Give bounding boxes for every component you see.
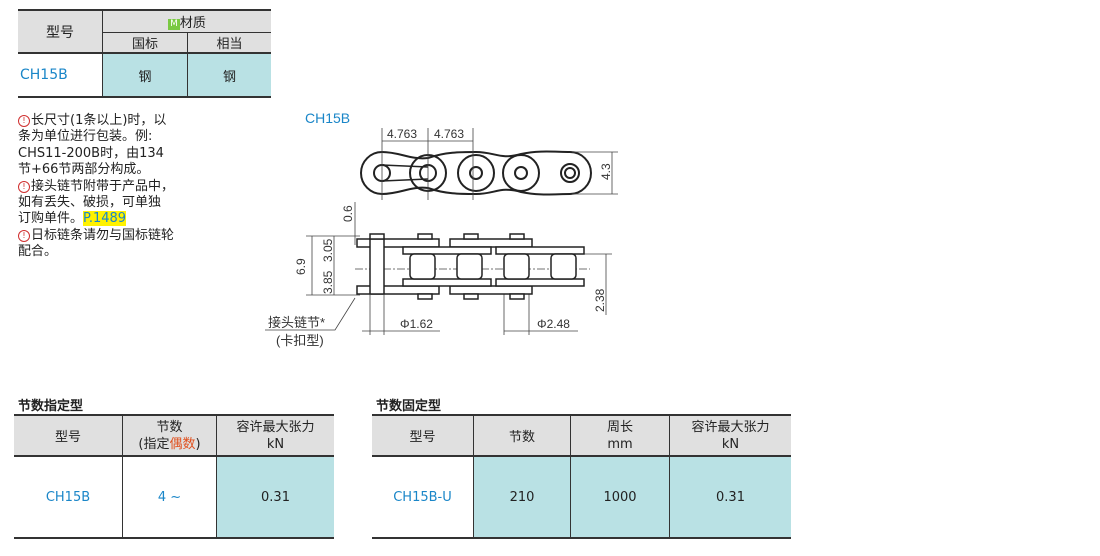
plan-view — [356, 233, 585, 300]
note-text: CHS11-200B时，由134 — [18, 145, 164, 161]
links-cell: 4 ~ — [122, 456, 217, 538]
dim-0-6: 0.6 — [341, 205, 355, 222]
joint-label: 接头链节* — [268, 315, 325, 330]
note-text: 长尺寸(1条以上)时，以 — [31, 113, 167, 128]
note-text: 节+66节两部分构成。 — [18, 162, 150, 178]
header-links: 节数 — [473, 415, 571, 456]
side-view — [360, 150, 592, 196]
note-text: 配合。 — [18, 244, 58, 260]
warning-icon: ! — [18, 180, 30, 193]
header-material-label: 材质 — [179, 15, 206, 31]
material-badge-icon: M — [168, 18, 180, 30]
header-tension-unit: kN — [266, 436, 285, 452]
header-model: 型号 — [18, 10, 103, 54]
header-links-even: 偶数 — [169, 436, 196, 452]
note-text: 订购单件。 — [18, 211, 84, 227]
header-length-label: 周长 — [606, 419, 633, 435]
length-cell: 1000 — [570, 456, 670, 538]
warning-icon: ! — [18, 229, 30, 242]
header-tension-label: 容许最大张力 — [236, 419, 315, 435]
warning-icon: ! — [18, 115, 30, 127]
header-links-label: 节数 — [156, 419, 183, 435]
note-text: 条为单位进行包装。例: — [18, 129, 153, 145]
header-links-note: (指定 — [138, 436, 170, 452]
model-cell[interactable]: CH15B — [14, 456, 123, 538]
dim-6-9: 6.9 — [294, 258, 308, 275]
tension-cell: 0.31 — [669, 456, 791, 538]
header-links: 节数(指定偶数) — [122, 415, 217, 456]
pitch-dim-1: 4.763 — [387, 127, 417, 141]
page-link[interactable]: P.1489 — [83, 211, 127, 227]
header-equiv: 相当 — [187, 32, 271, 53]
header-length-unit: mm — [607, 436, 633, 452]
equiv-cell: 钢 — [187, 53, 271, 97]
header-tension-label: 容许最大张力 — [691, 419, 770, 435]
header-model: 型号 — [372, 415, 474, 456]
header-model: 型号 — [14, 415, 123, 456]
note-text: 日标链条请勿与国标链轮 — [31, 227, 175, 243]
header-links-close: ) — [195, 436, 201, 452]
note-text: 接头链节附带于产品中， — [31, 178, 175, 194]
model-cell[interactable]: CH15B-U — [372, 456, 474, 538]
specified-title: 节数指定型 — [18, 399, 84, 414]
links-cell: 210 — [473, 456, 571, 538]
pitch-dim-2: 4.763 — [434, 127, 464, 141]
gb-cell: 钢 — [101, 53, 189, 97]
drawing-label: CH15B — [305, 110, 350, 126]
dim-3-05: 3.05 — [321, 238, 335, 262]
joint-type: (卡扣型) — [276, 333, 324, 348]
height-dim: 4.3 — [599, 163, 613, 180]
dim-2-38: 2.38 — [593, 288, 607, 312]
tension-cell: 0.31 — [216, 456, 334, 538]
chain-drawing: CH15B 4.763 4.763 4.3 0.6 3.05 6.9 3.85 … — [265, 110, 618, 348]
dim-3-85: 3.85 — [321, 270, 335, 294]
pin-diameter: Φ1.62 — [400, 317, 433, 331]
model-cell[interactable]: CH15B — [18, 53, 103, 97]
fixed-title: 节数固定型 — [376, 399, 442, 414]
roller-diameter: Φ2.48 — [537, 317, 570, 331]
header-tension-unit: kN — [721, 436, 740, 452]
note-text: 如有丢失、破损，可单独 — [18, 195, 162, 211]
header-gb: 国标 — [102, 32, 189, 53]
notes: !长尺寸(1条以上)时，以 条为单位进行包装。例: CHS11-200B时，由1… — [18, 113, 218, 261]
